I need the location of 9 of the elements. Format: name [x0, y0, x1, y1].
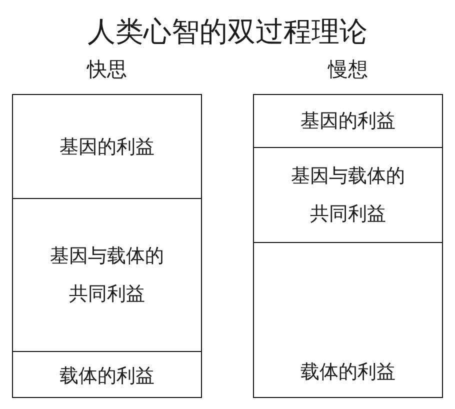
band-label: 基因的利益	[60, 134, 154, 160]
band-label: 载体的利益	[60, 364, 154, 388]
band-label: 基因的利益	[300, 109, 396, 134]
column-heading: 慢想	[328, 57, 368, 81]
band-label: 基因与载体的共同利益	[291, 164, 405, 227]
diagram-title: 人类心智的双过程理论	[88, 14, 368, 50]
column-heading: 快思	[87, 57, 127, 81]
band-label: 基因与载体的共同利益	[50, 244, 164, 307]
band-label: 载体的利益	[300, 360, 396, 385]
